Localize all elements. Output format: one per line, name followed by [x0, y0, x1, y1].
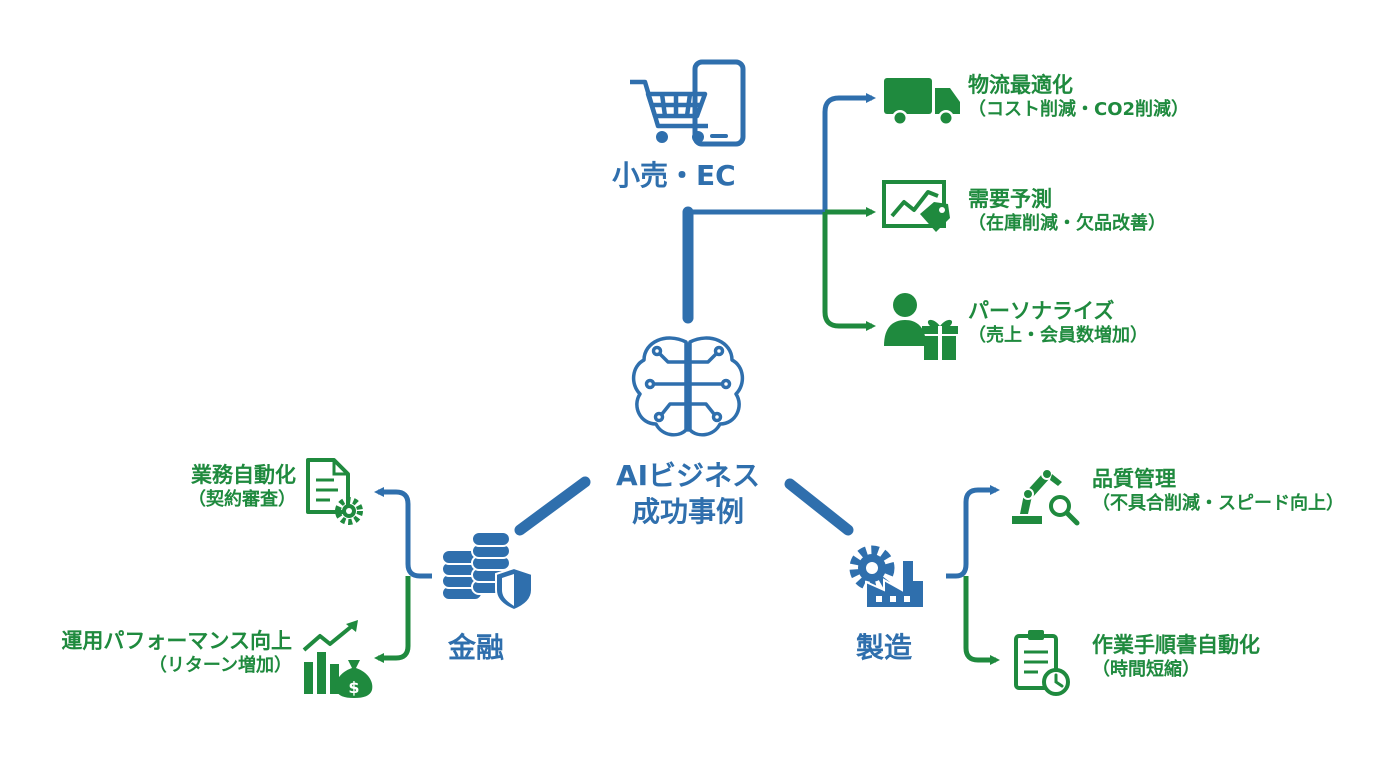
brain-circuit-icon — [631, 336, 745, 437]
connector-finance-branches — [374, 487, 432, 663]
center-title: AIビジネス 成功事例 — [588, 458, 788, 530]
finance-title: 金融 — [448, 631, 505, 664]
connector-center-finance — [514, 476, 591, 536]
manufacturing-item-sub: （不具合削減・スピード向上） — [1092, 493, 1344, 514]
chart-tag-icon — [882, 180, 950, 232]
retail-item-sub: （在庫削減・欠品改善） — [968, 213, 1166, 234]
connector-center-retail — [682, 206, 825, 324]
connector-center-manufacturing — [784, 478, 854, 536]
manufacturing-item-manual: 作業手順書自動化 （時間短縮） — [1092, 632, 1260, 682]
finance-item-title: 運用パフォーマンス向上 — [61, 629, 292, 653]
manufacturing-item-title: 品質管理 — [1092, 467, 1176, 491]
retail-item-forecast: 需要予測 （在庫削減・欠品改善） — [968, 186, 1166, 236]
retail-item-title: 需要予測 — [968, 187, 1052, 211]
finance-item-performance: 運用パフォーマンス向上 （リターン増加） — [61, 628, 292, 678]
finance-item-title: 業務自動化 — [191, 463, 296, 487]
retail-item-sub: （売上・会員数増加） — [968, 325, 1148, 346]
gear-factory-icon — [849, 545, 925, 609]
document-gear-icon — [306, 458, 363, 525]
connector-manufacturing-branches — [946, 485, 1000, 665]
coins-shield-icon — [441, 531, 533, 612]
connector-retail-branches — [822, 93, 876, 331]
finance-item-automation: 業務自動化 （契約審査） — [188, 462, 296, 512]
svg-text:$: $ — [348, 678, 359, 697]
manufacturing-item-title: 作業手順書自動化 — [1092, 633, 1260, 657]
delivery-truck-icon — [884, 78, 960, 126]
growth-money-bag-icon: $ — [302, 620, 373, 698]
center-title-line2: 成功事例 — [631, 495, 744, 528]
person-gift-icon — [884, 293, 958, 360]
manufacturing-title: 製造 — [856, 631, 913, 664]
finance-item-sub: （リターン増加） — [148, 655, 292, 676]
clipboard-clock-icon — [1014, 630, 1070, 696]
robot-arm-magnifier-icon — [1012, 468, 1080, 526]
retail-item-title: パーソナライズ — [968, 299, 1115, 323]
center-title-line1: AIビジネス — [615, 459, 761, 492]
manufacturing-item-quality: 品質管理 （不具合削減・スピード向上） — [1092, 466, 1344, 516]
manufacturing-item-sub: （時間短縮） — [1092, 659, 1200, 680]
retail-item-sub: （コスト削減・CO2削減） — [968, 99, 1190, 120]
retail-item-title: 物流最適化 — [968, 73, 1073, 97]
retail-title: 小売・EC — [612, 159, 736, 192]
finance-item-sub: （契約審査） — [188, 489, 296, 510]
retail-item-logistics: 物流最適化 （コスト削減・CO2削減） — [968, 72, 1189, 122]
cart-smartphone-icon — [630, 59, 746, 147]
retail-item-personalize: パーソナライズ （売上・会員数増加） — [968, 298, 1148, 348]
